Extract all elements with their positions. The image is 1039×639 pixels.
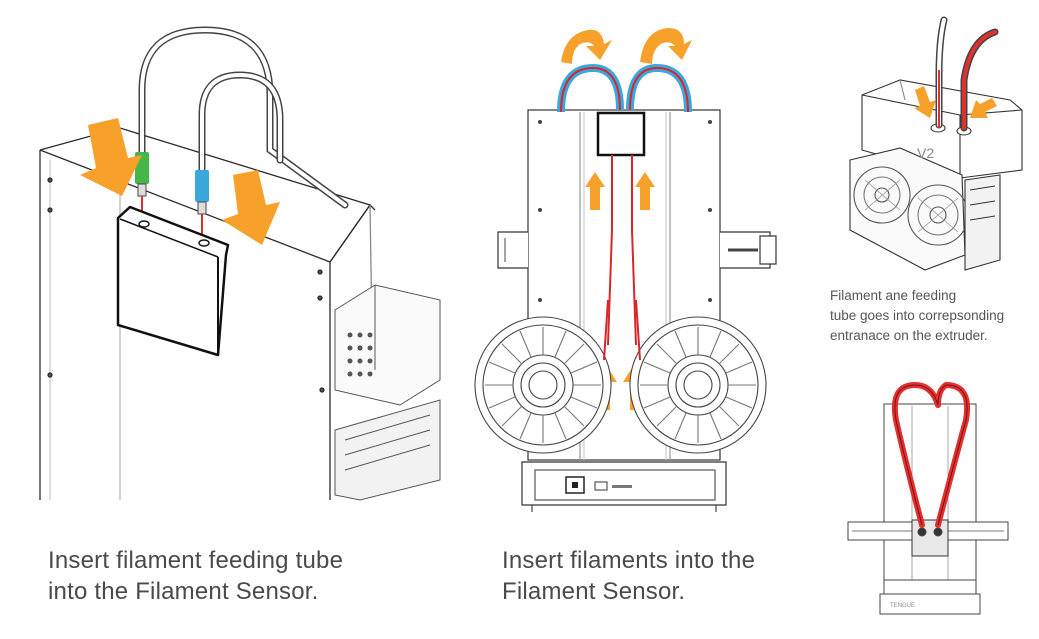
down-arrow-icon [970, 98, 997, 118]
curved-arrow-icon [640, 28, 692, 64]
svg-text:TENGUE: TENGUE [890, 603, 915, 609]
curved-arrow-icon [561, 29, 612, 64]
extruder-tubes [935, 16, 999, 132]
caption-middle: Insert filaments into the Filament Senso… [502, 545, 755, 607]
caption-left-line1: Insert filament feeding tube [48, 547, 344, 574]
filament-sensor-box [116, 205, 230, 357]
spool-left [474, 316, 612, 454]
filament-lines-middle [607, 155, 637, 346]
caption-left: Insert filament feeding tube into the Fi… [48, 545, 343, 607]
down-arrow-icon [80, 118, 142, 196]
caption-middle-line2: Filament Sensor. [502, 578, 686, 605]
blue-tube-coupler [195, 170, 209, 202]
printer-front-mini: TENGUE [847, 403, 1009, 615]
blue-tube-loops [557, 63, 692, 113]
spool-right [629, 316, 767, 454]
caption-extruder-line3: entranace on the extruder. [830, 328, 988, 343]
extruder-closeup: V2 [849, 79, 1023, 271]
caption-extruder-line1: Filament ane feeding [830, 288, 957, 303]
caption-extruder: Filament ane feeding tube goes into corr… [830, 286, 1004, 346]
svg-text:V2: V2 [917, 145, 934, 161]
caption-middle-line1: Insert filaments into the [502, 547, 756, 574]
caption-left-line2: into the Filament Sensor. [48, 578, 319, 605]
caption-extruder-line2: tube goes into correpsonding [830, 308, 1005, 323]
filament-tubes-left [138, 26, 349, 209]
down-arrow-icon [222, 170, 280, 245]
filament-sensor-box-front [596, 111, 646, 157]
down-arrow-icon [914, 86, 936, 118]
